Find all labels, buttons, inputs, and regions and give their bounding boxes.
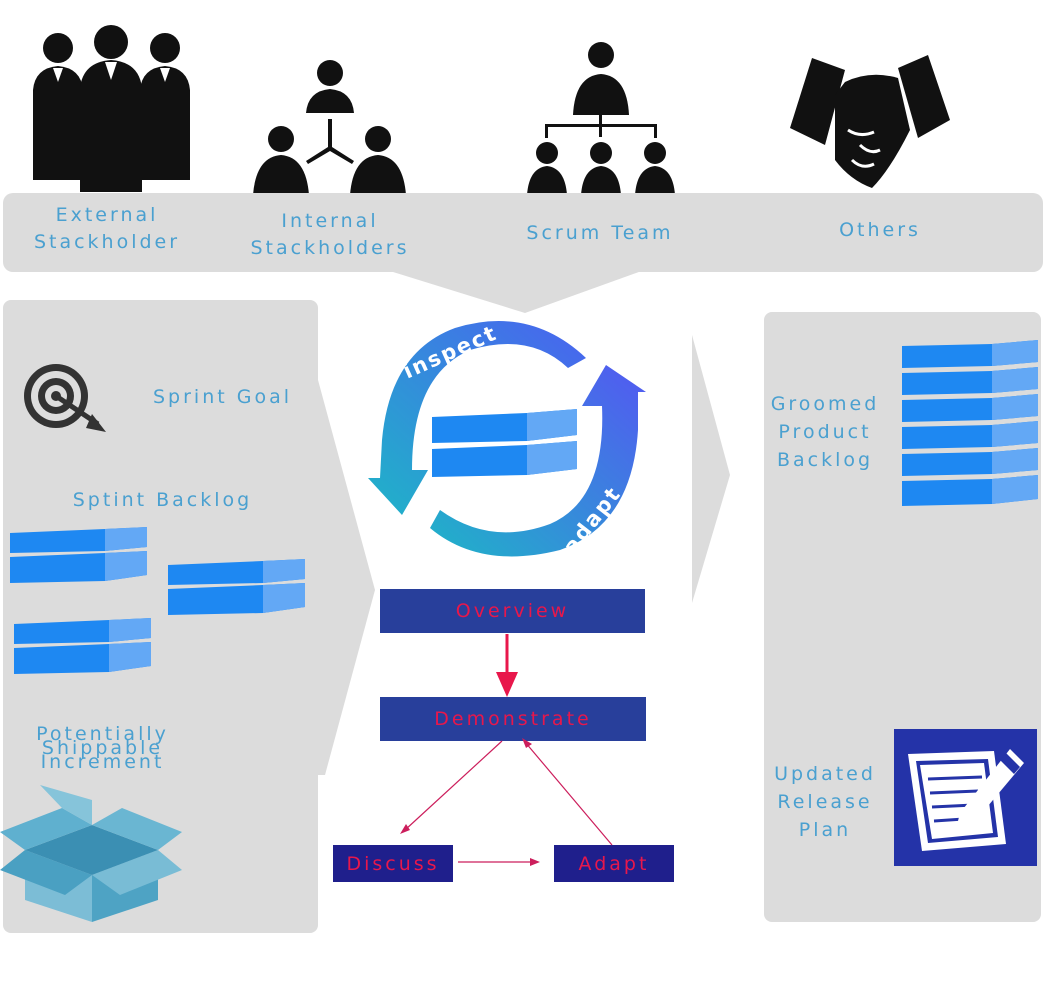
discuss-box: Discuss <box>333 845 453 882</box>
inspect-adapt-cycle <box>368 321 646 557</box>
target-icon <box>24 364 106 432</box>
increment-label-1: Potentially <box>36 723 169 745</box>
groomed-backlog-stack <box>902 340 1038 506</box>
center-backlog-stack <box>432 409 577 477</box>
overview-box: Overview <box>380 589 645 633</box>
right-chevron <box>692 335 730 603</box>
sprint-backlog-label: Sptint Backlog <box>72 489 253 511</box>
demonstrate-box: Demonstrate <box>380 697 646 741</box>
increment-label-3: Increment <box>40 751 165 773</box>
external-stakeholder-icon <box>33 25 190 192</box>
release-plan-label: Updated Release Plan <box>774 763 876 841</box>
scrum-team-icon <box>527 42 675 195</box>
sprint-goal-label: Sprint Goal <box>152 386 292 408</box>
handshake-icon <box>790 55 950 188</box>
stakeholder-bar <box>3 193 1043 272</box>
release-plan-icon <box>894 729 1037 866</box>
left-chevron <box>300 380 375 775</box>
internal-stakeholders-label: Internal Stackholders <box>250 210 410 259</box>
sprint-backlog-stack-2 <box>168 559 305 615</box>
internal-stakeholders-icon <box>253 60 406 195</box>
increment-label-2: Shippable <box>41 737 164 759</box>
sprint-backlog-stack-3 <box>14 618 151 674</box>
adapt-box: Adapt <box>554 845 674 882</box>
open-box-icon <box>0 785 182 922</box>
funnel-shape <box>380 268 650 313</box>
others-label: Others <box>839 219 921 241</box>
sprint-backlog-stack-1 <box>10 527 147 583</box>
groomed-backlog-label: Groomed Product Backlog <box>770 393 880 471</box>
scrum-team-label: Scrum Team <box>526 222 674 244</box>
external-stakeholder-label: External Stackholder <box>33 204 181 253</box>
